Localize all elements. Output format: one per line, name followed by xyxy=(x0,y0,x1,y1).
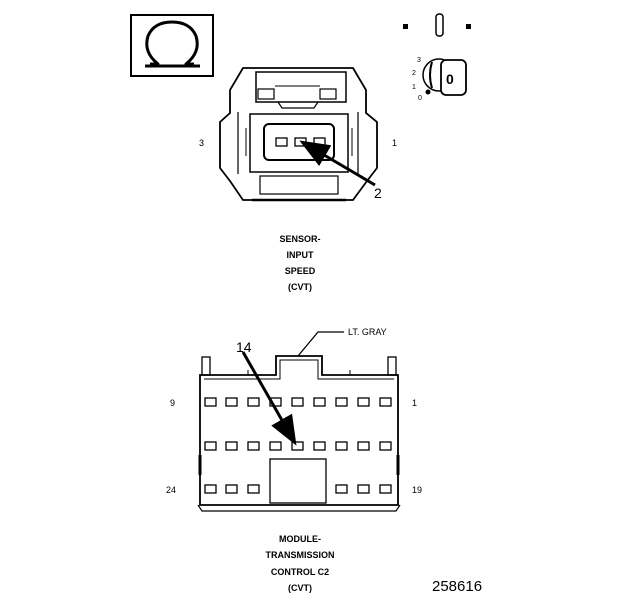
module-pin-24-label: 24 xyxy=(166,485,176,495)
key-knob-label: 0 xyxy=(446,71,454,87)
module-pin-1-label: 1 xyxy=(412,398,417,408)
ignition-key-icon: 0 3 2 1 0 xyxy=(403,13,471,102)
module-caption-line-2: TRANSMISSION xyxy=(265,550,334,560)
sensor-caption-line-4: (CVT) xyxy=(288,282,312,292)
module-connector xyxy=(197,355,401,512)
module-callout-pin-label: 14 xyxy=(236,339,252,355)
module-caption-line-1: MODULE- xyxy=(279,534,321,544)
color-callout-leader xyxy=(297,331,344,357)
module-caption: MODULE- TRANSMISSION CONTROL C2 (CVT) xyxy=(265,534,334,593)
figure-number: 258616 xyxy=(432,578,482,595)
ohmmeter-icon xyxy=(130,14,214,77)
module-pin-19-label: 19 xyxy=(412,485,422,495)
module-callout-arrow xyxy=(241,351,297,446)
connector-color-label: LT. GRAY xyxy=(348,327,387,337)
sensor-caption-line-3: SPEED xyxy=(285,266,316,276)
key-position-3: 3 xyxy=(417,57,421,64)
sensor-callout-arrow xyxy=(299,140,376,187)
sensor-connector xyxy=(219,67,378,202)
sensor-caption-line-2: INPUT xyxy=(287,250,315,260)
module-caption-line-3: CONTROL C2 xyxy=(271,567,329,577)
sensor-caption-line-1: SENSOR- xyxy=(279,234,320,244)
key-position-1: 1 xyxy=(412,84,416,91)
middle-cavity-row xyxy=(204,441,392,451)
sensor-pin-3-label: 3 xyxy=(199,138,204,148)
sensor-callout-pin-label: 2 xyxy=(374,185,382,201)
module-caption-line-4: (CVT) xyxy=(288,583,312,593)
key-position-0: 0 xyxy=(418,95,422,102)
bottom-cavity-row xyxy=(204,484,392,494)
sensor-caption: SENSOR- INPUT SPEED (CVT) xyxy=(279,234,320,292)
module-pin-9-label: 9 xyxy=(170,398,175,408)
sensor-pin-1-label: 1 xyxy=(392,138,397,148)
top-cavity-row xyxy=(204,397,392,407)
key-position-2: 2 xyxy=(412,70,416,77)
